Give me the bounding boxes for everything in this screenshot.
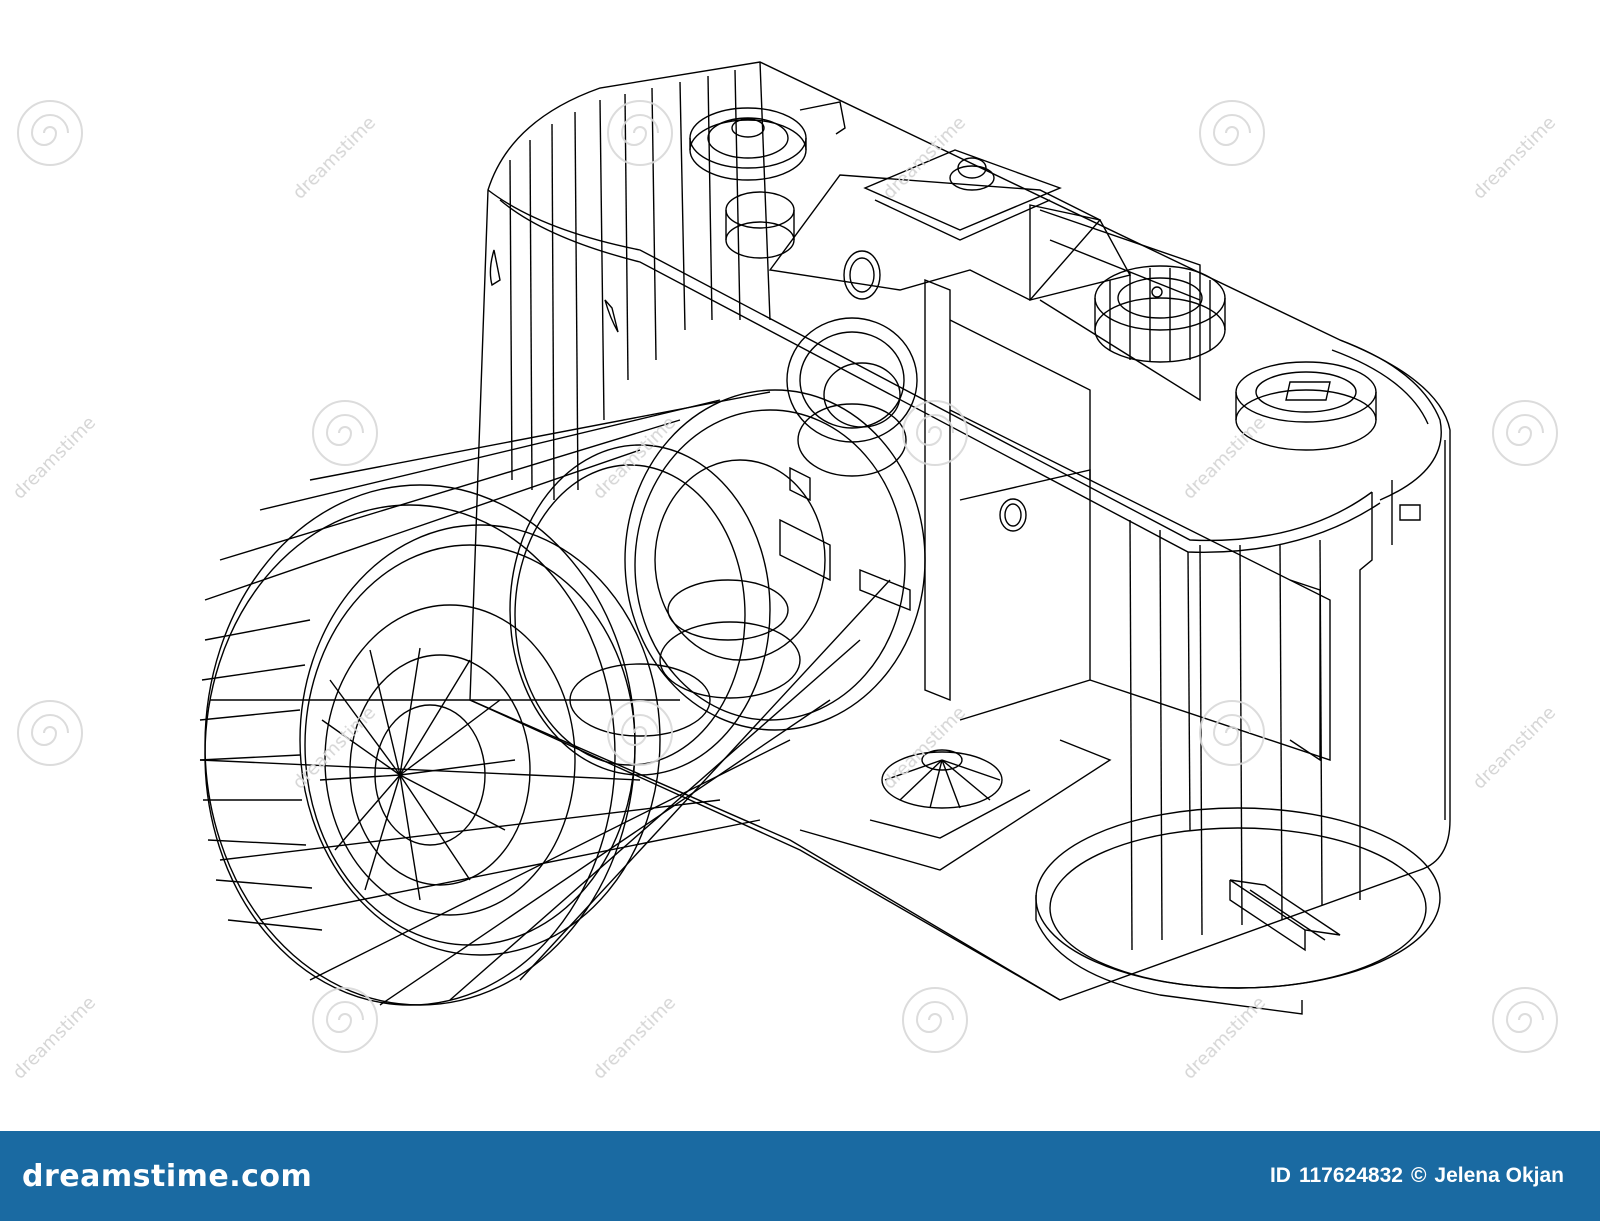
image-id: 117624832 <box>1298 1164 1403 1187</box>
brand-logo-text[interactable]: dreamstime.com <box>22 1158 313 1194</box>
shutter-dial-left <box>689 101 846 259</box>
camera-body <box>469 61 1451 1001</box>
tripod-socket <box>881 749 1003 809</box>
image-credit: ID 117624832 © Jelena Okjan <box>1270 1164 1564 1188</box>
camera-base-grip <box>1035 807 1441 1015</box>
id-label: ID <box>1269 1164 1291 1187</box>
rewind-knob <box>1235 361 1377 451</box>
mode-dial-right <box>1094 265 1226 363</box>
copyright-icon: © <box>1410 1164 1427 1187</box>
rangefinder-window <box>786 317 918 477</box>
camera-wireframe-drawing <box>199 61 1451 1015</box>
footer-bar: dreamstime.com ID 117624832 © Jelena Okj… <box>0 1131 1600 1221</box>
camera-lens <box>199 389 926 1006</box>
author-name[interactable]: Jelena Okjan <box>1434 1164 1564 1187</box>
